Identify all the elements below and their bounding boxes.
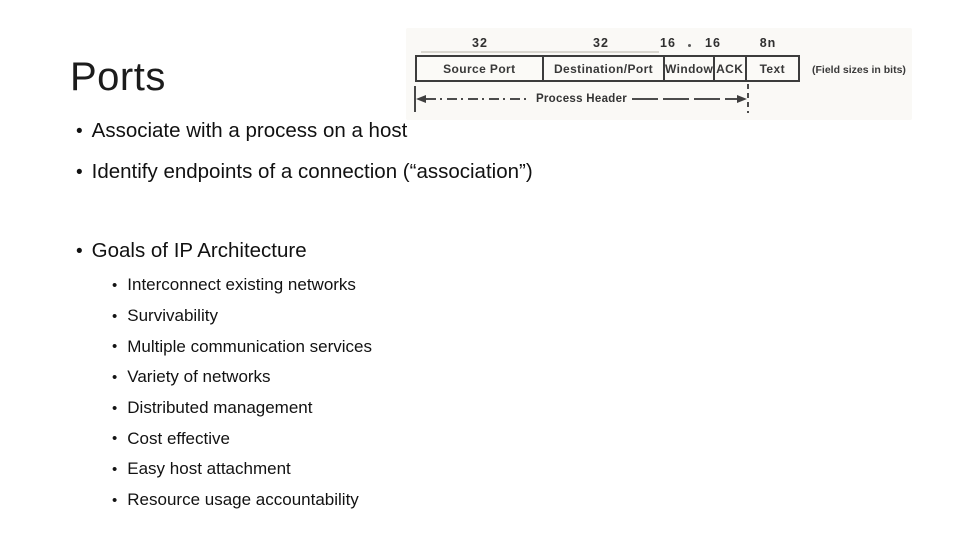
span-line-left	[426, 98, 531, 100]
bullet-icon: •	[112, 399, 118, 417]
goal-item: • Cost effective	[112, 423, 372, 454]
bullet-icon: •	[112, 276, 118, 294]
bullet-icon: •	[112, 491, 118, 509]
goal-text: Multiple communication services	[127, 336, 372, 356]
goal-text: Survivability	[127, 306, 218, 326]
field-cell-window: Window	[665, 57, 715, 80]
field-cell-source-port: Source Port	[417, 57, 544, 80]
bit-size-label: 8n	[759, 36, 777, 50]
goal-item: • Distributed management	[112, 393, 372, 424]
goal-text: Easy host attachment	[127, 459, 291, 479]
bullet-text: Identify endpoints of a connection (“ass…	[91, 160, 533, 183]
bullet-icon: •	[112, 338, 118, 356]
arrow-right-icon	[737, 95, 748, 103]
bullet-icon: •	[112, 368, 118, 386]
bullet-identify: • Identify endpoints of a connection (“a…	[76, 160, 533, 185]
goal-item: • Resource usage accountability	[112, 485, 372, 516]
bullet-icon: •	[76, 241, 83, 262]
bullet-icon: •	[112, 307, 118, 325]
goals-heading-text: Goals of IP Architecture	[91, 239, 307, 262]
span-line-right	[632, 98, 738, 100]
goal-item: • Survivability	[112, 301, 372, 332]
goal-item: • Variety of networks	[112, 362, 372, 393]
bullet-icon: •	[112, 430, 118, 448]
arrow-left-icon	[416, 95, 426, 103]
bullet-associate: • Associate with a process on a host	[76, 119, 407, 144]
bullet-icon: •	[112, 460, 118, 478]
bit-size-label: 16	[705, 36, 721, 50]
goals-list: • Interconnect existing networks • Survivab…	[112, 270, 372, 516]
goal-text: Distributed management	[127, 398, 313, 418]
scan-dot-artifact	[688, 44, 691, 47]
goal-item: • Interconnect existing networks	[112, 270, 372, 301]
goal-text: Variety of networks	[127, 367, 271, 387]
bullet-goals-heading: • Goals of IP Architecture	[76, 239, 307, 264]
span-right-dashed-tick	[747, 84, 749, 113]
goal-text: Cost effective	[127, 428, 230, 448]
goal-item: • Multiple communication services	[112, 331, 372, 362]
bullet-icon: •	[76, 162, 83, 183]
goal-text: Interconnect existing networks	[127, 275, 356, 295]
field-cell-destination-port: Destination/Port	[544, 57, 666, 80]
page-title: Ports	[70, 55, 166, 99]
field-cell-ack: ACK	[715, 57, 747, 80]
bullet-text: Associate with a process on a host	[91, 119, 408, 142]
scan-smudge-line	[421, 51, 659, 53]
bit-size-label: 32	[593, 36, 609, 50]
bullet-icon: •	[76, 121, 83, 142]
field-cell-text: Text	[759, 61, 785, 76]
process-header-span: Process Header	[416, 92, 748, 106]
process-header-label: Process Header	[535, 93, 628, 105]
bit-size-label: 16	[660, 36, 676, 50]
span-left-tick	[414, 86, 416, 112]
goal-item: • Easy host attachment	[112, 454, 372, 485]
field-sizes-caption: (Field sizes in bits)	[812, 64, 906, 76]
goal-text: Resource usage accountability	[127, 490, 359, 510]
bit-size-label: 32	[472, 36, 488, 50]
